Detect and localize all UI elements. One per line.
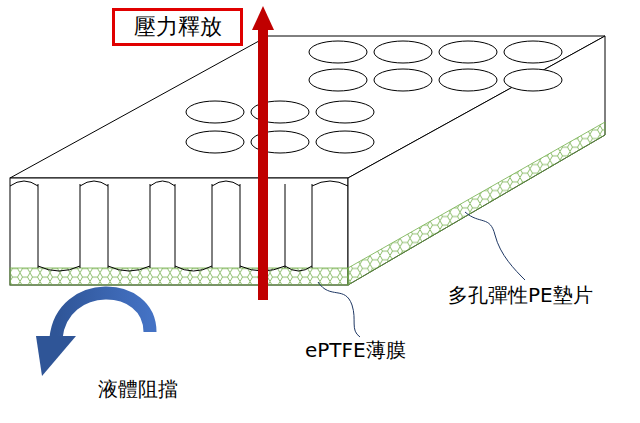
arrow-head [252,6,274,30]
part-label: ePTFE薄膜 [305,337,406,364]
pores [186,41,562,153]
pad-side [348,36,605,285]
box-text: 壓力釋放 [134,12,222,42]
part-label: 多孔彈性PE墊片 [448,282,593,309]
leader-line [318,282,360,337]
part-label: 液體阻擋 [98,376,178,403]
pore-channels [10,181,348,271]
arrow-head [36,336,76,376]
pressure-arrow [258,28,268,300]
leader-line [465,212,525,280]
label-box: 壓力釋放 [112,8,243,46]
pad-front [10,178,348,285]
membrane-side [348,122,605,285]
block-arrow [56,293,150,338]
